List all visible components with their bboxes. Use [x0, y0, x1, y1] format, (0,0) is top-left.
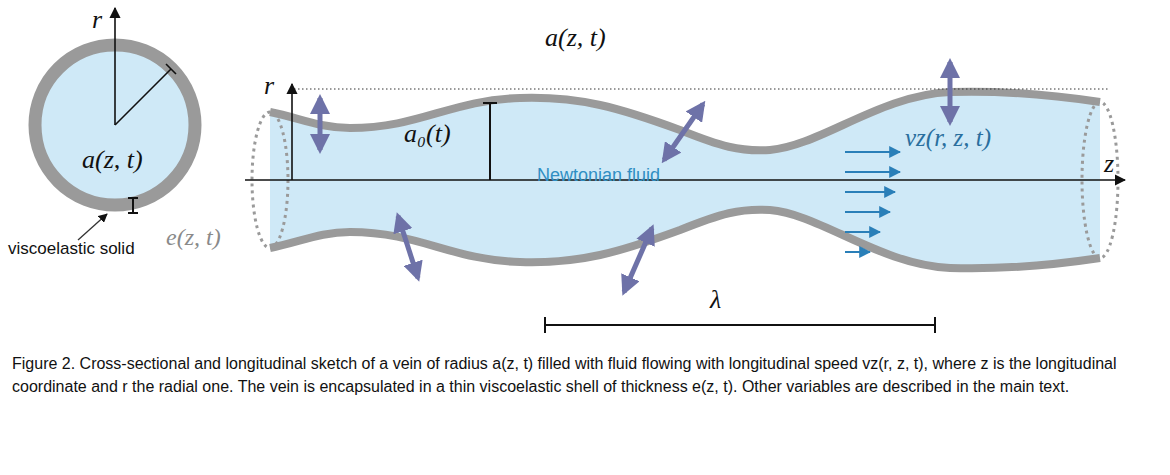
thickness-label: e(z, t) — [166, 224, 221, 250]
radius-label: a(z, t) — [545, 24, 606, 53]
leader-arrow — [78, 214, 107, 240]
vein-wall — [270, 210, 1100, 269]
wall-motion-arrows — [320, 62, 950, 292]
r-axis — [291, 84, 293, 180]
radius-label: a₀(t) — [404, 120, 451, 149]
cross-section — [35, 8, 195, 240]
thickness-bar — [132, 198, 134, 213]
wavelength-tick — [544, 317, 546, 333]
radius-label: a(z, t) — [82, 146, 143, 175]
radius-bar — [489, 103, 491, 180]
fluid-label: Newtonian fluid — [537, 166, 660, 186]
z-axis — [245, 179, 1125, 181]
radius-tick — [166, 64, 176, 74]
longitudinal-section — [245, 62, 1125, 333]
radius-line — [115, 69, 171, 125]
figure-caption: Figure 2. Cross-sectional and longitudin… — [12, 352, 1158, 398]
wavelength-bar — [545, 324, 935, 326]
axis-label: z — [1104, 150, 1114, 179]
thickness-cap — [128, 212, 138, 214]
axis-label: r — [264, 72, 274, 101]
wavelength-tick — [934, 317, 936, 333]
reference-line — [290, 89, 1110, 90]
wavelength-label: λ — [710, 286, 721, 315]
velocity-label: vz(r, z, t) — [905, 124, 991, 152]
axis-label: r — [92, 6, 102, 35]
radius-cap — [483, 102, 497, 104]
flow-arrows — [845, 152, 900, 252]
material-label: viscoelastic solid — [8, 240, 135, 259]
thickness-cap — [128, 197, 138, 199]
r-axis — [114, 8, 116, 125]
